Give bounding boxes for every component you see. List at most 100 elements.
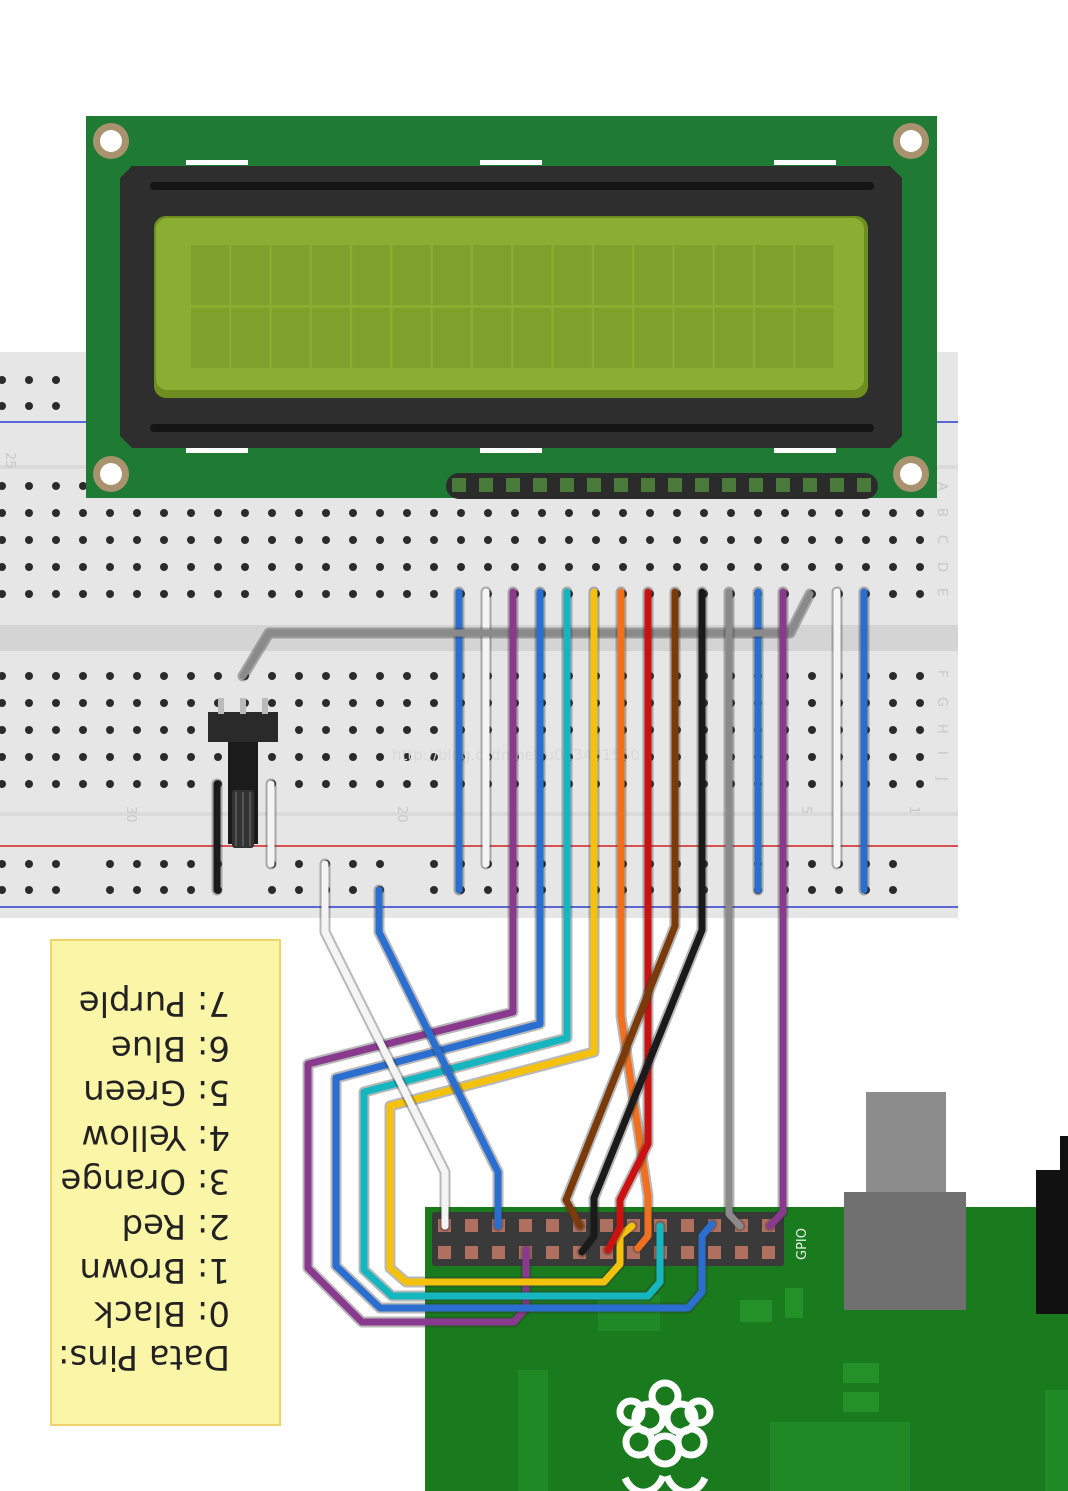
breadboard-hole (52, 726, 60, 734)
breadboard-hole (133, 509, 141, 517)
breadboard-hole (889, 780, 897, 788)
wire-purple-pi (766, 588, 787, 1230)
breadboard-hole (133, 780, 141, 788)
lcd-header-body (446, 473, 878, 499)
lcd-cell (432, 308, 471, 368)
breadboard-hole (268, 672, 276, 680)
breadboard-hole (214, 753, 222, 761)
breadboard-hole (673, 536, 681, 544)
breadboard-hole (457, 536, 465, 544)
breadboard-hole (25, 780, 33, 788)
breadboard-hole (673, 563, 681, 571)
rail-hole (52, 376, 60, 384)
breadboard-hole (376, 563, 384, 571)
breadboard-hole (889, 699, 897, 707)
lcd-cell (755, 245, 794, 305)
gpio-pin (465, 1219, 478, 1232)
lcd-cell (674, 245, 713, 305)
breadboard-hole (538, 509, 546, 517)
breadboard-hole (0, 536, 6, 544)
gpio-label: GPIO (795, 1228, 810, 1260)
breadboard-hole (349, 699, 357, 707)
wire-orange-data3 (617, 588, 652, 1252)
gpio-pin (519, 1219, 532, 1232)
breadboard-hole (430, 563, 438, 571)
lcd-cell (392, 245, 431, 305)
breadboard-hole (889, 536, 897, 544)
breadboard-number-1: 1 (906, 806, 921, 814)
breadboard-hole (106, 672, 114, 680)
gpio-pin (600, 1219, 613, 1232)
rail-hole (25, 886, 33, 894)
note-line-red: 2: Red (122, 1206, 231, 1246)
breadboard-hole (916, 726, 924, 734)
breadboard-hole (187, 563, 195, 571)
note-line-brown: 1: Brown (79, 1250, 230, 1290)
potentiometer[interactable] (208, 698, 278, 848)
gpio-pin (681, 1246, 694, 1259)
note-line-yellow: 4: Yellow (81, 1117, 230, 1157)
lcd-cell (311, 245, 350, 305)
breadboard-hole (25, 672, 33, 680)
breadboard-hole (403, 536, 411, 544)
breadboard-hole (295, 726, 303, 734)
breadboard-hole (214, 563, 222, 571)
row-label-a: A (934, 482, 949, 491)
rail-hole (52, 402, 60, 410)
note-line-black: 0: Black (94, 1293, 230, 1333)
breadboard-hole (808, 780, 816, 788)
breadboard-hole (781, 536, 789, 544)
lcd-pin (668, 478, 682, 492)
lcd-cell (634, 245, 673, 305)
breadboard-hole (781, 509, 789, 517)
breadboard-hole (835, 563, 843, 571)
rail-hole (133, 886, 141, 894)
gpio-pin (546, 1219, 559, 1232)
breadboard-number-30: 30 (123, 806, 138, 823)
row-label-e: E (934, 588, 949, 596)
breadboard-hole (619, 563, 627, 571)
breadboard-hole (592, 563, 600, 571)
breadboard-hole (376, 672, 384, 680)
breadboard-hole (0, 780, 6, 788)
wire-black-data0 (578, 588, 706, 1256)
lcd-cell (473, 308, 512, 368)
gpio-pin (708, 1246, 721, 1259)
wires (211, 586, 870, 1328)
wire-blue-ground (375, 886, 502, 1230)
lcd-module (86, 116, 937, 499)
breadboard-hole (0, 482, 6, 490)
breadboard-hole (349, 536, 357, 544)
breadboard-hole (268, 536, 276, 544)
lcd-pin (749, 478, 763, 492)
breadboard-hole (268, 753, 276, 761)
rail-hole (268, 886, 276, 894)
breadboard-hole (646, 536, 654, 544)
breadboard-hole (700, 563, 708, 571)
breadboard-hole (187, 699, 195, 707)
breadboard-hole (79, 753, 87, 761)
lcd-pin (560, 478, 574, 492)
breadboard-hole (322, 699, 330, 707)
breadboard-hole (187, 509, 195, 517)
rail-hole (160, 860, 168, 868)
breadboard-hole (619, 509, 627, 517)
breadboard-hole (25, 753, 33, 761)
breadboard-hole (376, 699, 384, 707)
breadboard-hole (727, 563, 735, 571)
breadboard-hole (808, 753, 816, 761)
breadboard-hole (484, 563, 492, 571)
usb-port (866, 1092, 946, 1200)
breadboard-hole (187, 726, 195, 734)
breadboard-hole (916, 509, 924, 517)
lcd-pin (830, 478, 844, 492)
lcd-cell (795, 308, 834, 368)
row-label-h: H (934, 724, 949, 734)
breadboard-hole (376, 536, 384, 544)
wire-yellow-data4 (386, 588, 636, 1286)
breadboard-hole (889, 672, 897, 680)
rail-hole (106, 886, 114, 894)
breadboard-hole (106, 563, 114, 571)
breadboard-hole (349, 780, 357, 788)
note-line-purple: 7: Purple (79, 983, 230, 1023)
